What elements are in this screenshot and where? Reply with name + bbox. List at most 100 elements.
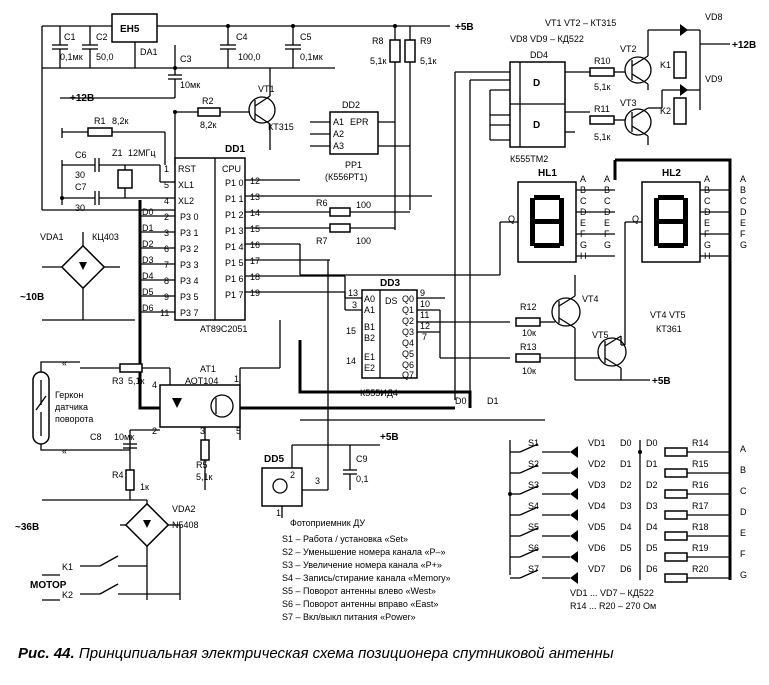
svg-text:VD4: VD4 [588, 501, 606, 511]
crystal-z1 [117, 169, 133, 189]
c6-label: C6 [75, 150, 87, 160]
svg-text:7: 7 [164, 260, 169, 270]
legend-item: S1 – Работа / установка «Set» [282, 534, 408, 544]
figure-number: Рис. 44. [18, 645, 75, 662]
rom-dd2 [329, 111, 379, 155]
vt45-type: КТ361 [656, 324, 682, 334]
svg-text:D5: D5 [620, 543, 632, 553]
svg-text:R18: R18 [692, 522, 709, 532]
dd3-a1: A1 [364, 305, 375, 315]
dd5-pin1: 1 [276, 508, 281, 518]
vda1-label: VDA1 [40, 232, 64, 242]
d0-bus-label: D0 [455, 396, 467, 406]
resistor-r8 [389, 39, 401, 63]
right-12v-label: +12В [732, 40, 756, 51]
mid-5v-label: +5В [652, 376, 671, 387]
svg-text:3: 3 [164, 228, 169, 238]
dd3-pin7: 7 [422, 332, 427, 342]
svg-text:P3 3: P3 3 [180, 260, 199, 270]
c7-value: 30 [75, 203, 85, 213]
figure-caption: Рис. 44. Принципиальная электрическая сх… [18, 645, 758, 662]
r7-label: R7 [316, 236, 328, 246]
dd5-5v-label: +5В [380, 432, 399, 443]
svg-text:VD2: VD2 [588, 459, 606, 469]
dd3-pin14: 14 [346, 356, 356, 366]
svg-text:P3 1: P3 1 [180, 228, 199, 238]
svg-text:VD6: VD6 [588, 543, 606, 553]
dd2-a3: A3 [333, 141, 344, 151]
r3-value: 5,1к [128, 376, 145, 386]
svg-text:D2: D2 [646, 480, 658, 490]
svg-text:G: G [580, 240, 587, 250]
top-5v-label: +5В [455, 22, 474, 33]
svg-text:P1 3: P1 3 [225, 226, 244, 236]
vda2-label: VDA2 [172, 504, 196, 514]
k2-label: K2 [660, 106, 671, 116]
svg-text:S5: S5 [528, 522, 539, 532]
r2-label: R2 [202, 96, 214, 106]
svg-text:G: G [740, 240, 747, 250]
motor-label: МОТОР [30, 580, 67, 591]
svg-text:E: E [740, 218, 746, 228]
c9-value: 0,1 [356, 474, 369, 484]
svg-text:Q1: Q1 [402, 305, 414, 315]
r2-value: 8,2к [200, 120, 217, 130]
svg-text:D3: D3 [620, 501, 632, 511]
svg-text:A: A [740, 444, 746, 454]
svg-text:P1 6: P1 6 [225, 274, 244, 284]
svg-text:VD5: VD5 [588, 522, 606, 532]
bus-lines [138, 158, 732, 580]
svg-text:18: 18 [250, 272, 260, 282]
svg-text:8: 8 [164, 276, 169, 286]
dd1-label: DD1 [225, 144, 245, 155]
gerkon-line3: поворота [55, 414, 93, 424]
r9-label: R9 [420, 36, 432, 46]
keyboard-diodes [570, 446, 578, 584]
svg-text:12: 12 [250, 176, 260, 186]
vda1-diode-icon [79, 262, 87, 270]
c3-value: 10мк [180, 80, 200, 90]
optocoupler-led-icon [172, 398, 182, 408]
ac10-label: ~10В [20, 292, 44, 303]
vda2-diode-icon [143, 520, 151, 528]
c4-label: C4 [236, 32, 248, 42]
c4-value: 100,0 [238, 52, 261, 62]
vd-types: VD8 VD9 – КД522 [510, 34, 584, 44]
svg-text:S6: S6 [528, 543, 539, 553]
c6-value: 30 [75, 170, 85, 180]
r3-label: R3 [112, 376, 124, 386]
c2-label: C2 [96, 32, 108, 42]
svg-text:1: 1 [164, 164, 169, 174]
r6-label: R6 [316, 198, 328, 208]
resistor-r11 [589, 115, 615, 125]
svg-text:D1: D1 [646, 459, 658, 469]
svg-text:B: B [740, 185, 746, 195]
resistor-r13 [515, 353, 541, 363]
vt45-label: VT4 VT5 [650, 310, 686, 320]
photo-label: Фотоприемник ДУ [290, 518, 365, 528]
vt1-type: КТ315 [268, 122, 294, 132]
svg-text:19: 19 [250, 288, 260, 298]
dd3-pin9: 9 [420, 288, 425, 298]
r10-label: R10 [594, 56, 611, 66]
vt1-label: VT1 [258, 84, 275, 94]
keyboard-switches [510, 443, 570, 579]
hl1-q: Q [508, 214, 515, 224]
resistor-r4 [125, 469, 135, 491]
dd3-pin10: 10 [420, 299, 430, 309]
c9-label: C9 [356, 454, 368, 464]
svg-text:R14: R14 [692, 438, 709, 448]
vt2-label: VT2 [620, 44, 637, 54]
svg-text:D4: D4 [620, 522, 632, 532]
dd1-xl1: XL1 [178, 180, 194, 190]
switch-legend: S1 – Работа / установка «Set» S2 – Умень… [282, 534, 451, 622]
dd3-pin11: 11 [420, 310, 429, 320]
vda1-type: КЦ403 [92, 232, 119, 242]
svg-text:11: 11 [160, 308, 169, 318]
svg-text:R19: R19 [692, 543, 709, 553]
regulator-type: ЕН5 [120, 24, 140, 35]
svg-text:D0: D0 [620, 438, 632, 448]
pp1-type: (К556РТ1) [325, 172, 367, 182]
